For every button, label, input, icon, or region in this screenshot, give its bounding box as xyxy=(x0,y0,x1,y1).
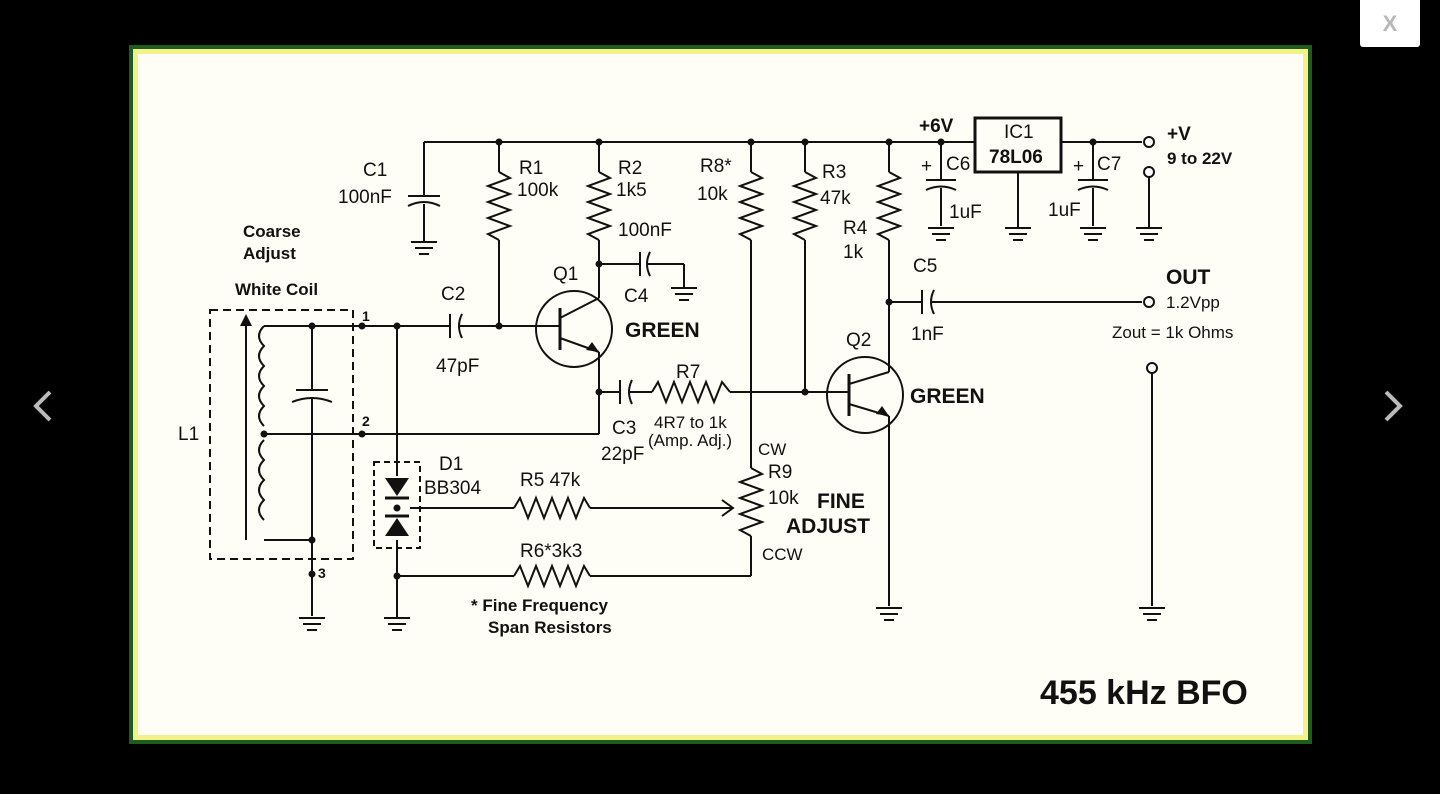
next-image-button[interactable] xyxy=(1372,384,1416,428)
coil-pin-2: 2 xyxy=(362,413,370,429)
c6-plus: + xyxy=(921,156,932,177)
ic1-part: 78L06 xyxy=(989,147,1043,168)
r9-value: 10k xyxy=(768,488,799,509)
c5-value: 1nF xyxy=(911,324,944,345)
supply-range: 9 to 22V xyxy=(1167,149,1233,168)
d1-part: BB304 xyxy=(424,478,481,499)
q1-label: Q1 xyxy=(553,264,578,285)
r3-label: R3 xyxy=(822,162,846,183)
q2-type: GREEN xyxy=(910,385,985,408)
footnote-line1: * Fine Frequency xyxy=(471,596,609,615)
close-button[interactable]: X xyxy=(1360,0,1420,47)
c1-label: C1 xyxy=(363,160,387,181)
rail-voltage: +6V xyxy=(919,116,954,137)
r2-label: R2 xyxy=(618,158,642,179)
c2-label: C2 xyxy=(441,284,465,305)
c7-value: 1uF xyxy=(1048,200,1081,221)
q1-type: GREEN xyxy=(625,319,700,342)
r2-value: 1k5 xyxy=(616,180,647,201)
c3-label: C3 xyxy=(612,418,636,439)
r7-note: (Amp. Adj.) xyxy=(648,431,732,450)
c5-label: C5 xyxy=(913,256,937,277)
r7-value: 4R7 to 1k xyxy=(654,413,727,432)
c6-value: 1uF xyxy=(949,202,982,223)
fine-adjust-line2: ADJUST xyxy=(786,515,870,538)
previous-image-button[interactable] xyxy=(22,384,66,428)
r9-label: R9 xyxy=(768,462,792,483)
r5-label: R5 47k xyxy=(520,470,581,491)
supply-plus-label: +V xyxy=(1167,124,1191,145)
ic1-label: IC1 xyxy=(1004,122,1034,143)
c4-value: 100nF xyxy=(618,220,672,241)
r6-label: R6*3k3 xyxy=(520,541,582,562)
out-impedance: Zout = 1k Ohms xyxy=(1112,323,1233,342)
r8-label: R8* xyxy=(700,156,732,177)
fine-adjust-line1: FINE xyxy=(817,490,865,513)
r7-label: R7 xyxy=(676,362,700,383)
q2-label: Q2 xyxy=(846,330,871,351)
coarse-adjust-line1: Coarse xyxy=(243,222,301,241)
c6-label: C6 xyxy=(946,154,970,175)
chevron-left-icon xyxy=(33,390,52,422)
r8-value: 10k xyxy=(697,184,728,205)
l1-label: L1 xyxy=(178,424,199,445)
c7-plus: + xyxy=(1073,156,1084,177)
out-label: OUT xyxy=(1166,266,1211,289)
d1-label: D1 xyxy=(439,454,463,475)
c1-value: 100nF xyxy=(338,187,392,208)
c4-label: C4 xyxy=(624,286,649,307)
coil-pin-1: 1 xyxy=(362,308,370,324)
r4-label: R4 xyxy=(843,218,868,239)
r9-ccw: CCW xyxy=(762,545,803,564)
footnote-line2: Span Resistors xyxy=(488,618,612,637)
r1-value: 100k xyxy=(517,180,559,201)
white-coil-label: White Coil xyxy=(235,280,318,299)
r9-cw: CW xyxy=(758,440,786,459)
schematic-diagram: C1 100nF R1 100k R2 1k5 100nF C4 R8* 10k… xyxy=(129,45,1312,744)
chevron-right-icon xyxy=(1384,390,1403,422)
coil-pin-3: 3 xyxy=(318,565,326,581)
coarse-adjust-line2: Adjust xyxy=(243,244,296,263)
r4-value: 1k xyxy=(843,242,864,263)
schematic-image: C1 100nF R1 100k R2 1k5 100nF C4 R8* 10k… xyxy=(129,45,1312,744)
r3-value: 47k xyxy=(820,188,851,209)
c7-label: C7 xyxy=(1097,154,1121,175)
schematic-title: 455 kHz BFO xyxy=(1040,674,1248,712)
c3-value: 22pF xyxy=(601,444,644,465)
r1-label: R1 xyxy=(519,158,543,179)
out-vpp: 1.2Vpp xyxy=(1166,293,1220,312)
c2-value: 47pF xyxy=(436,356,479,377)
